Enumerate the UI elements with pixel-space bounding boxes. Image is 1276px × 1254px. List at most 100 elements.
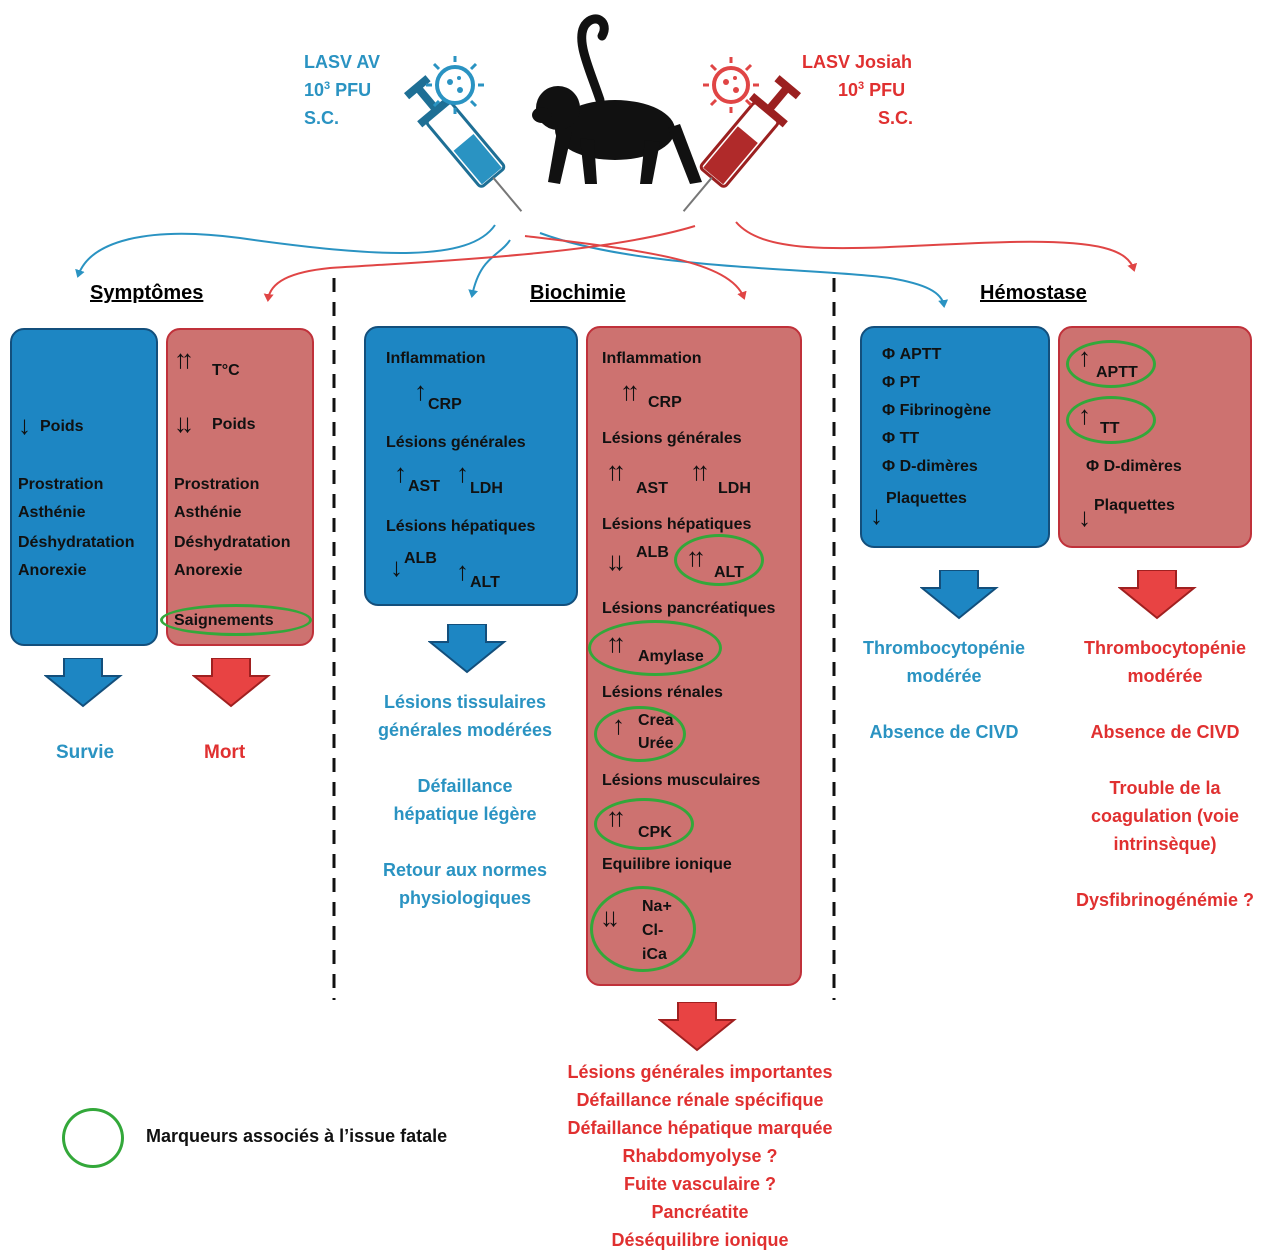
symptome-anorexie-red: Anorexie: [174, 562, 243, 579]
bio-blue-ldh: LDH: [470, 480, 503, 497]
hemostase-blue-panel: [860, 326, 1050, 548]
conclusion-line: Défaillance: [417, 776, 513, 796]
biochimie-blue-conclusion: Lésions tissulaires générales modérées D…: [330, 688, 600, 912]
hemo-red-dd: Φ D-dimères: [1086, 458, 1182, 475]
conclusion-line: Retour aux normes: [382, 860, 548, 880]
bio-blue-alt: ALT: [470, 574, 500, 591]
conclusion-line: Déséquilibre ionique: [611, 1230, 789, 1250]
hemo-blue-dd: Φ D-dimères: [882, 458, 978, 475]
fatal-marker-ring: [594, 706, 686, 762]
conclusion-line: Thrombocytopénie: [862, 638, 1025, 658]
symptome-poids-red: Poids: [212, 416, 256, 433]
double-arrow-down-icon: ↓↓: [174, 408, 194, 438]
syringe-red-icon: [682, 57, 802, 212]
outcome-survie: Survie: [56, 742, 115, 763]
arrow-red-to-symptomes: [263, 225, 696, 302]
bio-red-lesions-musc: Lésions musculaires: [602, 772, 761, 789]
bio-red-inflammation: Inflammation: [602, 350, 702, 367]
bio-red-crp: CRP: [648, 394, 682, 411]
symptome-prostration-red: Prostration: [174, 476, 260, 493]
fatal-marker-ring: [1066, 396, 1156, 444]
fatal-marker-ring: [160, 604, 312, 636]
fatal-marker-ring: [674, 534, 764, 586]
section-title-biochimie: Biochimie: [530, 282, 626, 304]
bio-red-lesions-panc: Lésions pancréatiques: [602, 600, 776, 617]
left-strain-label: LASV AV: [304, 52, 381, 72]
arrow-up-icon: ↑: [394, 458, 407, 488]
arrow-blue-to-hemostase: [539, 232, 949, 308]
conclusion-line: Dysfibrinogénémie ?: [1075, 890, 1255, 910]
double-arrow-up-icon: ↑↑: [174, 344, 194, 374]
conclusion-line: modérée: [1127, 666, 1203, 686]
legend-label: Marqueurs associés à l’issue fatale: [146, 1126, 448, 1146]
bio-red-lesions-gen: Lésions générales: [602, 430, 742, 447]
conclusion-line: Rhabdomyolyse ?: [622, 1146, 778, 1166]
bio-blue-inflammation: Inflammation: [386, 350, 486, 367]
biochimie-red-conclusion: Lésions générales importantes Défaillanc…: [520, 1058, 880, 1254]
conclusion-line: Défaillance hépatique marquée: [567, 1118, 833, 1138]
left-route-label: S.C.: [304, 108, 340, 128]
arrow-blue-to-symptomes: [75, 224, 496, 278]
bio-blue-alb: ALB: [404, 550, 437, 567]
conclusion-line: générales modérées: [377, 720, 553, 740]
section-title-hemostase: Hémostase: [980, 282, 1087, 304]
arrow-blue-to-biochimie: [468, 239, 511, 298]
monkey-icon: [532, 14, 702, 184]
right-route-label: S.C.: [878, 108, 914, 128]
syringe-blue-icon: [403, 56, 523, 212]
down-arrow-blue-icon: [44, 658, 123, 708]
arrow-down-icon: ↓: [870, 500, 883, 530]
double-arrow-down-icon: ↓↓: [606, 546, 626, 576]
conclusion-line: Absence de CIVD: [869, 722, 1019, 742]
conclusion-line: coagulation (voie: [1090, 806, 1240, 826]
symptomes-red-panel: [166, 328, 314, 646]
hemo-blue-fib: Φ Fibrinogène: [882, 402, 992, 419]
hemo-red-plaq: Plaquettes: [1094, 497, 1175, 514]
conclusion-line: Absence de CIVD: [1090, 722, 1240, 742]
hemostase-red-conclusion: Thrombocytopénie modérée Absence de CIVD…: [1056, 634, 1274, 914]
hemo-blue-tt: Φ TT: [882, 430, 920, 447]
symptome-anorexie: Anorexie: [18, 562, 87, 579]
arrow-down-icon: ↓: [18, 410, 31, 440]
outcome-mort: Mort: [204, 742, 246, 763]
double-arrow-up-icon: ↑↑: [690, 456, 710, 486]
legend-ring-icon: [62, 1108, 124, 1168]
arrow-down-icon: ↓: [390, 552, 403, 582]
conclusion-line: hépatique légère: [393, 804, 537, 824]
arrow-up-icon: ↑: [456, 556, 469, 586]
right-strain-label: LASV Josiah: [802, 52, 913, 72]
hemo-blue-plaq: Plaquettes: [886, 490, 967, 507]
bio-red-ldh: LDH: [718, 480, 751, 497]
right-dose-label: 103 PFU: [838, 80, 906, 100]
fatal-marker-ring: [1066, 340, 1156, 388]
conclusion-line: Fuite vasculaire ?: [623, 1174, 777, 1194]
symptomes-blue-panel: [10, 328, 158, 646]
conclusion-line: Lésions tissulaires: [383, 692, 547, 712]
fatal-marker-ring: [590, 886, 696, 972]
conclusion-line: modérée: [906, 666, 982, 686]
bio-red-lesions-hep: Lésions hépatiques: [602, 516, 752, 533]
bio-red-alb: ALB: [636, 544, 669, 561]
double-arrow-up-icon: ↑↑: [620, 376, 640, 406]
bio-blue-lesions-gen: Lésions générales: [386, 434, 526, 451]
conclusion-line: physiologiques: [398, 888, 531, 908]
down-arrow-red-icon: [1118, 570, 1197, 620]
bio-red-equilibre: Equilibre ionique: [602, 856, 732, 873]
fatal-marker-ring: [588, 620, 722, 676]
double-arrow-up-icon: ↑↑: [606, 456, 626, 486]
symptome-asthenie: Asthénie: [18, 504, 86, 521]
arrow-red-to-hemostase: [735, 221, 1138, 272]
symptome-deshydratation-red: Déshydratation: [174, 534, 291, 551]
symptome-deshydratation: Déshydratation: [18, 534, 135, 551]
conclusion-line: Lésions générales importantes: [567, 1062, 833, 1082]
bio-blue-ast: AST: [408, 478, 440, 495]
bio-blue-crp: CRP: [428, 396, 462, 413]
down-arrow-blue-icon: [428, 624, 507, 674]
conclusion-line: Pancréatite: [651, 1202, 749, 1222]
symptome-prostration: Prostration: [18, 476, 104, 493]
down-arrow-red-icon: [192, 658, 271, 708]
hemostase-blue-conclusion: Thrombocytopénie modérée Absence de CIVD: [834, 634, 1054, 746]
down-arrow-blue-icon: [920, 570, 999, 620]
conclusion-line: Défaillance rénale spécifique: [576, 1090, 824, 1110]
